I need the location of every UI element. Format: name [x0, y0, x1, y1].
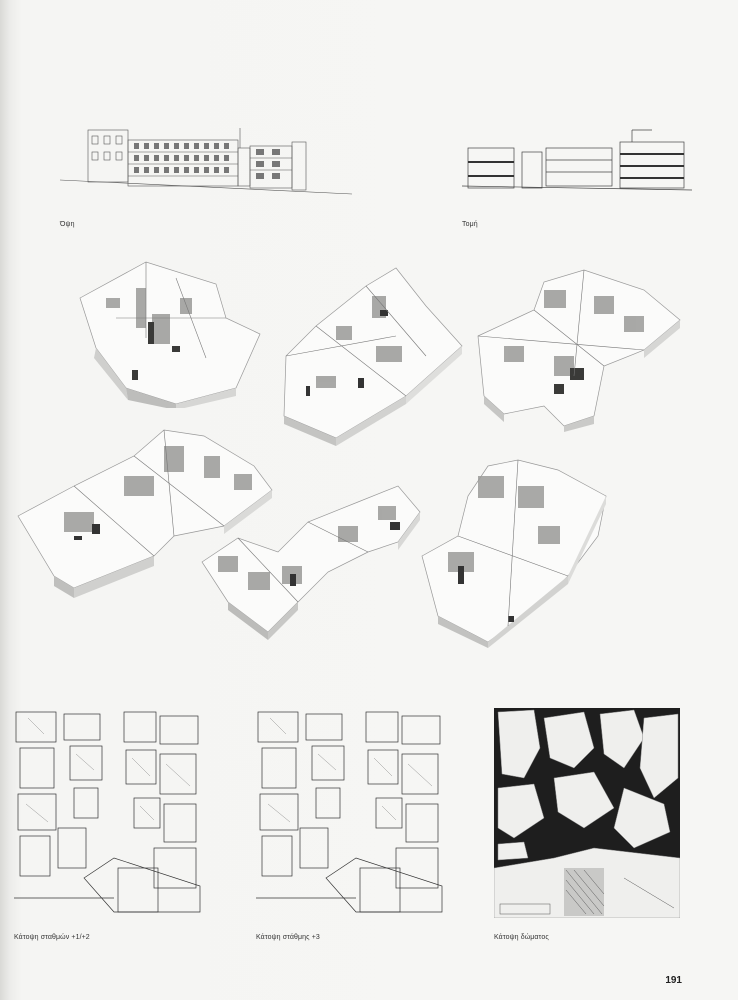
axonometric-model-4: [14, 426, 274, 598]
axonometric-model-5: [198, 482, 422, 642]
floor-plan-level-3: [256, 708, 444, 916]
elevation-drawing: [60, 118, 360, 200]
section-drawing: [462, 126, 692, 204]
axonometric-model-2: [276, 266, 466, 446]
floor-plan-levels-1-2: [14, 708, 202, 916]
caption-section: Τομή: [462, 221, 478, 228]
roof-plan: [494, 708, 680, 918]
axonometric-model-3: [474, 266, 682, 432]
caption-plan-levels-1-2: Κάτοψη σταθμών +1/+2: [14, 934, 90, 941]
caption-plan-level-3: Κάτοψη στάθμης +3: [256, 934, 320, 941]
caption-roof-plan: Κάτοψη δώματος: [494, 934, 549, 941]
axonometric-model-1: [76, 258, 262, 408]
caption-elevation: Όψη: [60, 221, 75, 228]
page-number: 191: [665, 975, 682, 986]
axonometric-model-6: [418, 456, 610, 648]
